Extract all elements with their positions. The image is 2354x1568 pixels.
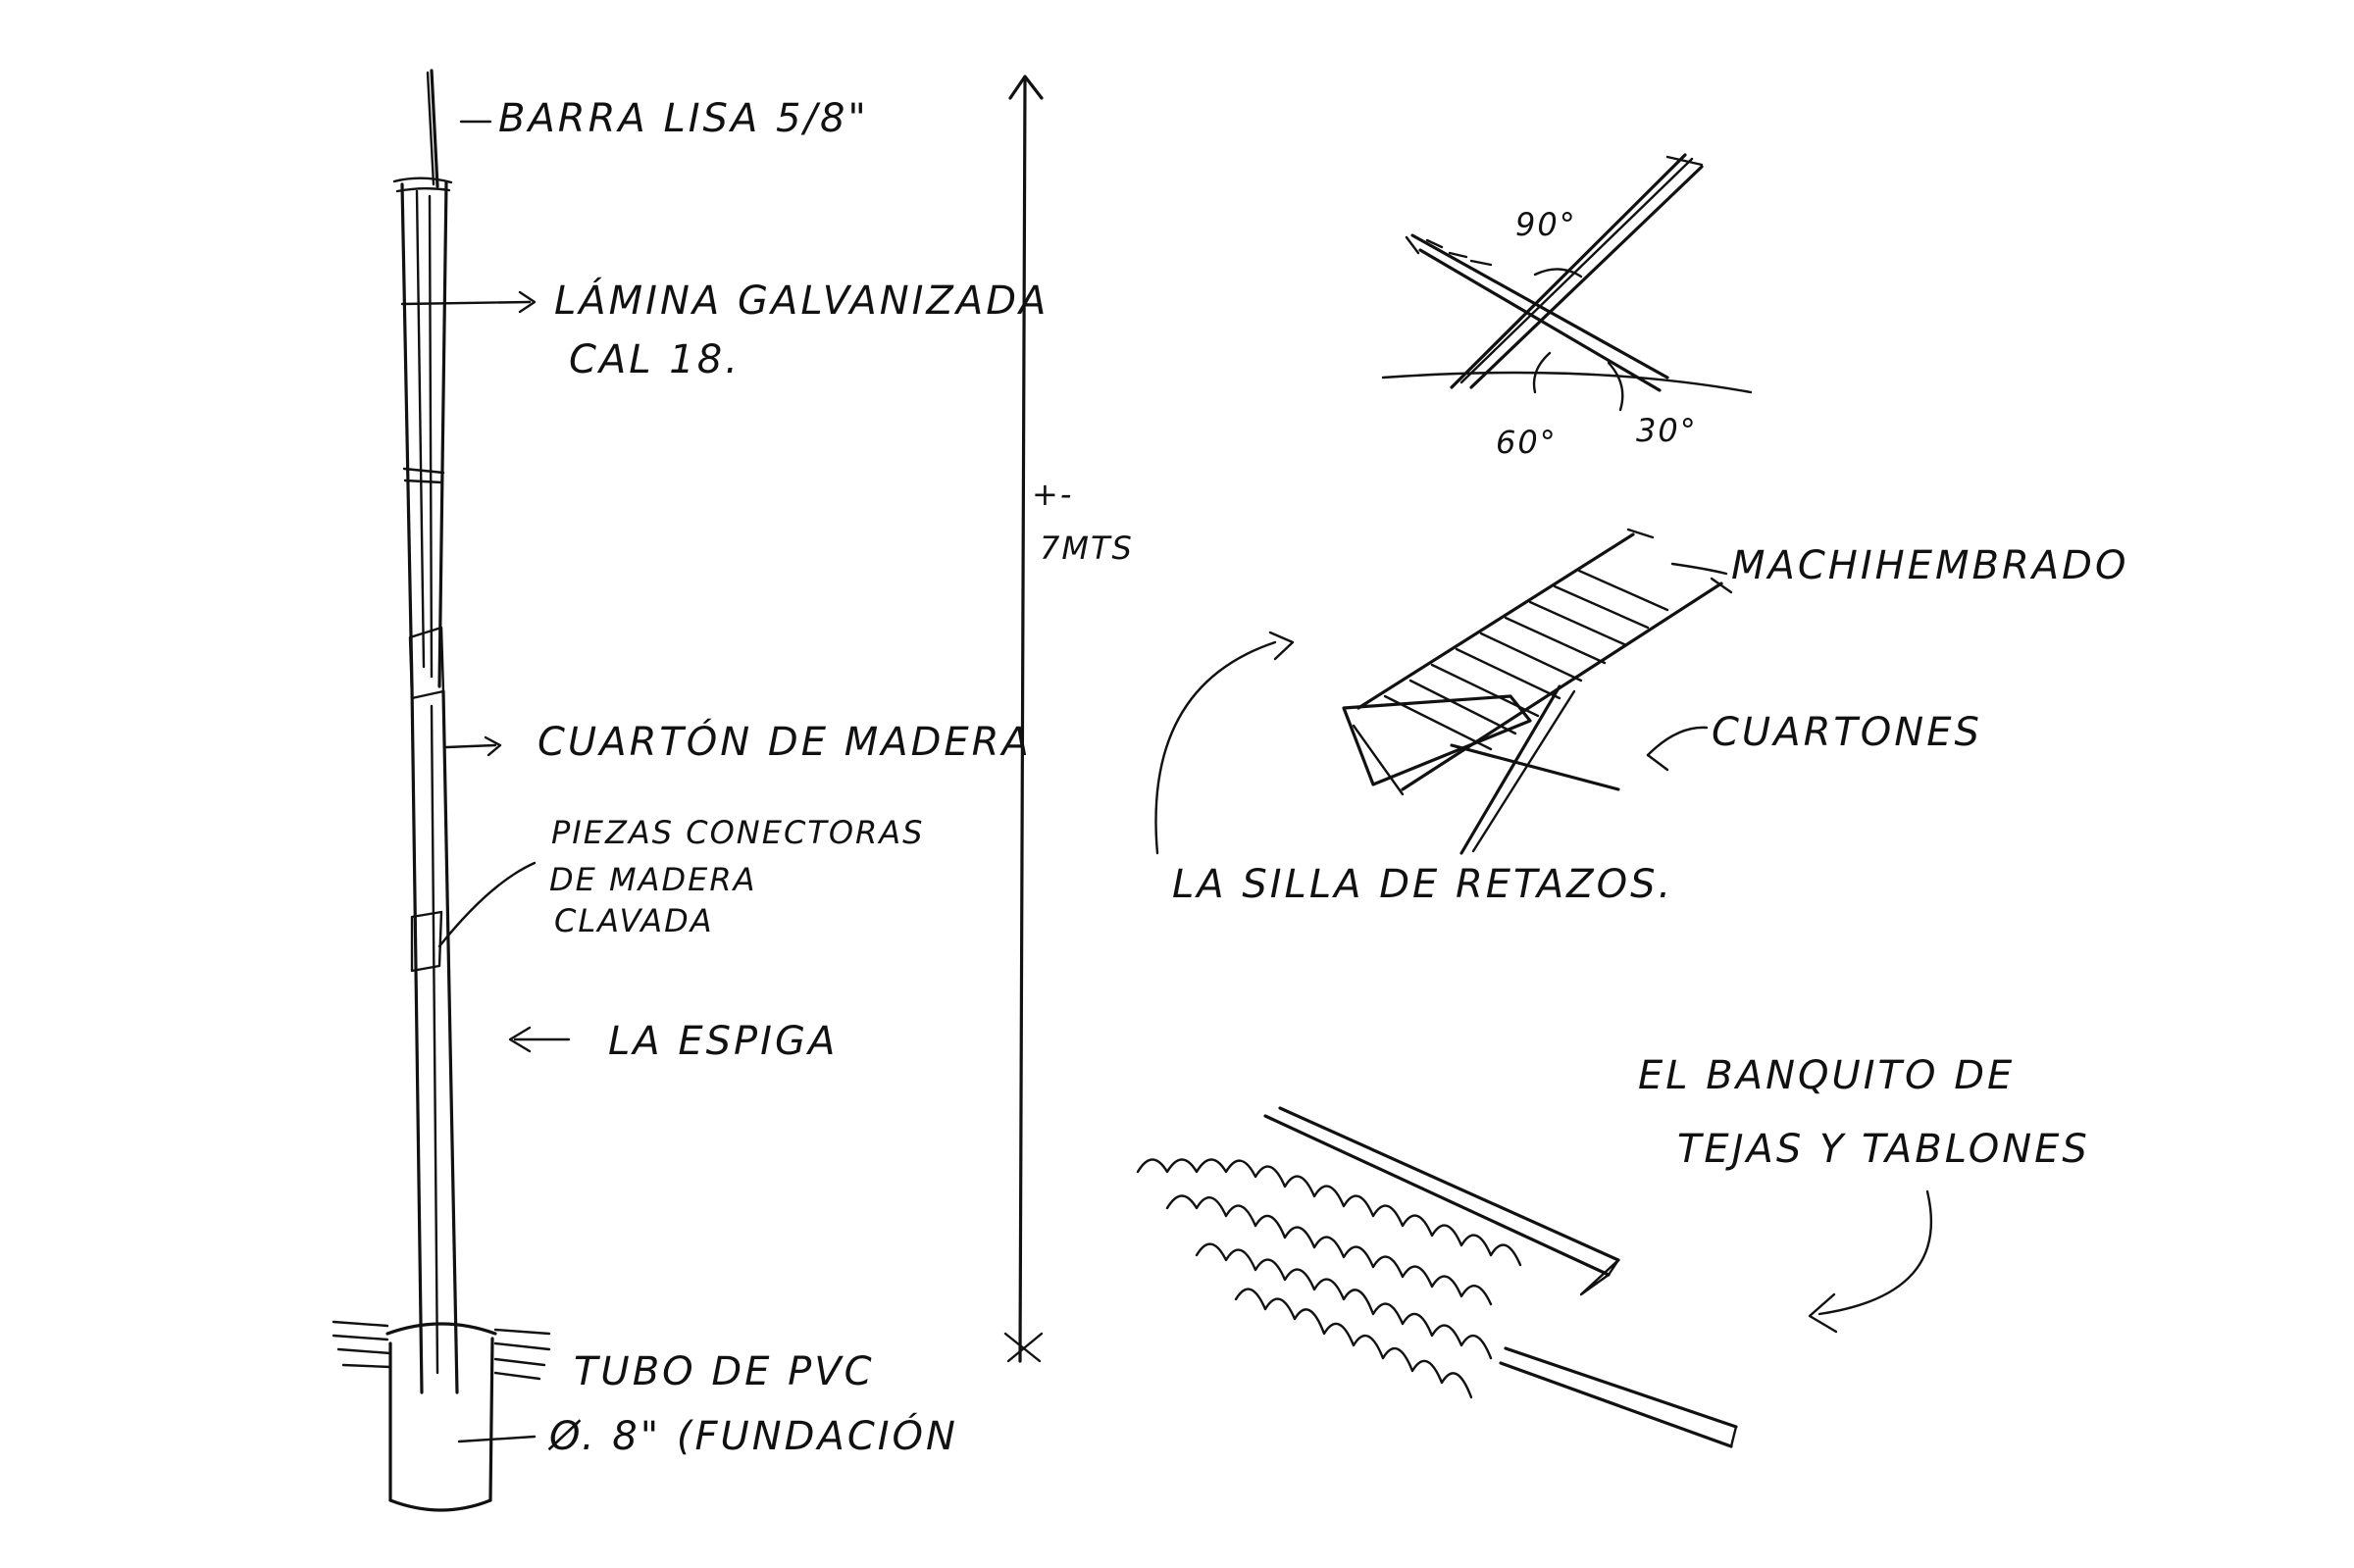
label-banquito-line2: TEJAS Y TABLONES <box>1677 1127 2090 1172</box>
silla-sketch <box>1154 528 1733 855</box>
label-cuartones: CUARTONES <box>1712 710 1982 755</box>
label-tubo-line1: TUBO DE PVC <box>574 1349 875 1394</box>
label-angle-60: 60° <box>1496 424 1558 461</box>
label-silla: LA SILLA DE RETAZOS. <box>1172 862 1673 907</box>
label-angle-90: 90° <box>1515 206 1577 243</box>
label-cuarton: CUARTÓN DE MADERA <box>537 718 1032 765</box>
label-angle-30: 30° <box>1636 412 1698 449</box>
label-machihembrado: MACHIHEMBRADO <box>1731 543 2128 588</box>
angle-sketch <box>1381 153 1753 412</box>
label-barra-lisa: BARRA LISA 5/8" <box>498 96 869 141</box>
banquito-sketch <box>1136 1106 1933 1448</box>
pole-annotation-leaders <box>400 120 571 1443</box>
label-banquito-line1: EL BANQUITO DE <box>1638 1053 2015 1098</box>
label-piezas-line2: DE MADERA <box>549 861 757 898</box>
label-piezas-line1: PIEZAS CONECTORAS <box>551 814 924 851</box>
espiga-pole-drawing <box>332 69 551 1512</box>
label-lamina-line1: LÁMINA GALVANIZADA <box>554 277 1049 324</box>
height-dimension <box>1003 75 1044 1363</box>
label-height-value: 7MTS <box>1040 530 1134 567</box>
label-piezas-line3: CLAVADA <box>554 902 714 939</box>
label-espiga: LA ESPIGA <box>608 1019 838 1064</box>
label-lamina-line2: CAL 18. <box>569 337 741 382</box>
label-height-tolerance: +- <box>1032 476 1073 513</box>
label-tubo-line2: Ø. 8" (FUNDACIÓN <box>547 1412 958 1459</box>
